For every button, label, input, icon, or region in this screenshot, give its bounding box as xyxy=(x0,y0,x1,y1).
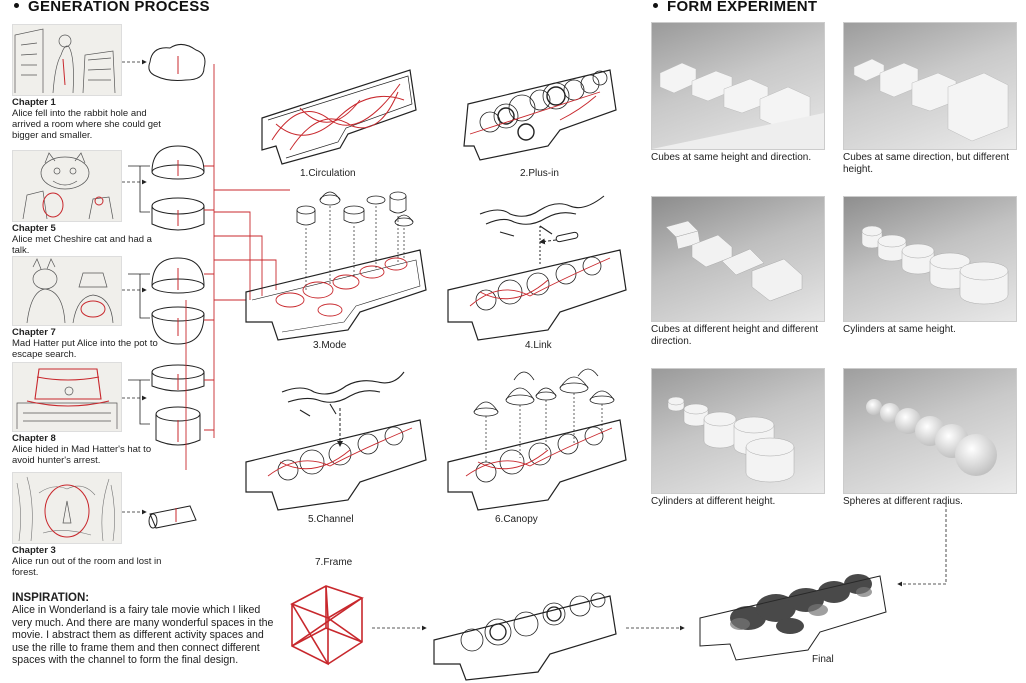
bracket-lines xyxy=(128,165,150,425)
step-label-canopy: 6.Canopy xyxy=(495,514,538,525)
photo-cylinders-same-height xyxy=(843,196,1017,322)
step-mode-drawing xyxy=(245,191,427,341)
chapter-7-illustration xyxy=(12,256,122,326)
inspiration-block: INSPIRATION: Alice in Wonderland is a fa… xyxy=(12,592,274,666)
final-label: Final xyxy=(812,654,834,665)
chapter-5-illustration xyxy=(12,150,122,222)
step-label-channel: 5.Channel xyxy=(308,514,354,525)
chapter-8-illustration xyxy=(12,362,122,432)
abstract-shape-chapter-7 xyxy=(151,257,205,345)
step-link-drawing xyxy=(447,195,627,341)
abstract-shape-chapter-5 xyxy=(151,145,205,231)
chapter-1-illustration xyxy=(12,24,122,96)
photo-cubes-same-height xyxy=(651,22,825,150)
caption-cylinders-different-height: Cylinders at different height. xyxy=(651,496,776,507)
frame-plan-drawing xyxy=(433,592,617,681)
abstract-shape-chapter-1 xyxy=(148,44,206,81)
chapter-3-illustration xyxy=(12,472,122,544)
abstract-shape-chapter-8 xyxy=(151,364,205,446)
bullet-icon xyxy=(653,2,658,8)
step-canopy-drawing xyxy=(447,368,627,511)
form-experiment-title: FORM EXPERIMENT xyxy=(653,0,817,15)
caption-spheres-different-radius: Spheres at different radius. xyxy=(843,496,963,507)
step-channel-drawing xyxy=(245,371,427,511)
step-label-mode: 3.Mode xyxy=(313,340,347,351)
photo-cubes-different-direction xyxy=(651,196,825,322)
step-label-circulation: 1.Circulation xyxy=(300,168,356,179)
step-circulation-drawing xyxy=(261,69,417,165)
inspiration-text: Alice in Wonderland is a fairy tale movi… xyxy=(12,604,274,667)
abstract-shape-chapter-3 xyxy=(148,505,197,529)
experiment-to-final-arrow xyxy=(897,504,947,587)
inspiration-title: INSPIRATION: xyxy=(12,592,90,604)
chapter-arrows xyxy=(122,59,147,515)
photo-cylinders-different-height xyxy=(651,368,825,494)
red-connector-lines xyxy=(185,64,290,470)
photo-cubes-different-height xyxy=(843,22,1017,150)
photo-spheres-different-radius xyxy=(843,368,1017,494)
bullet-icon xyxy=(14,2,19,8)
caption-cylinders-same-height: Cylinders at same height. xyxy=(843,324,956,335)
step-frame-drawing xyxy=(290,585,364,666)
step-label-plus-in: 2.Plus-in xyxy=(520,168,559,179)
step-label-link: 4.Link xyxy=(525,340,552,351)
caption-cubes-same-height: Cubes at same height and direction. xyxy=(651,152,812,163)
final-model-drawing xyxy=(699,574,887,661)
step-plus-in-drawing xyxy=(463,69,617,161)
generation-process-title: GENERATION PROCESS xyxy=(14,0,210,15)
caption-cubes-different-height: Cubes at same direction, but different h… xyxy=(843,152,1010,175)
step-label-frame: 7.Frame xyxy=(315,557,353,568)
caption-cubes-different-direction: Cubes at different height and different … xyxy=(651,324,818,347)
